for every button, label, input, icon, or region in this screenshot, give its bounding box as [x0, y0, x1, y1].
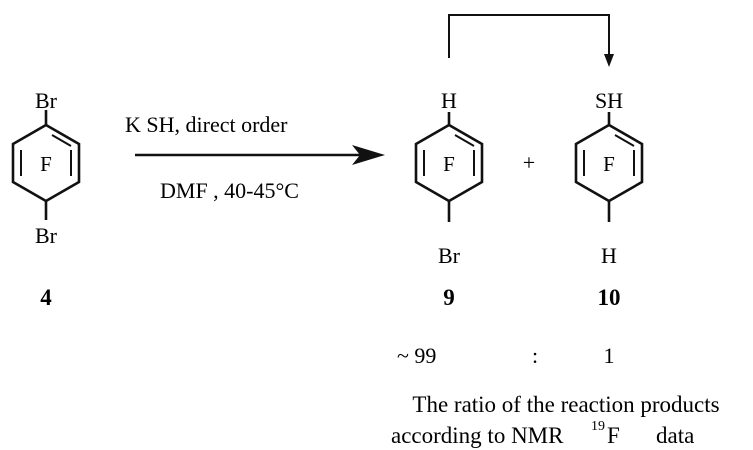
compound-9-bottom-substituent: Br [438, 243, 461, 268]
plus-sign: + [523, 150, 535, 175]
caption: The ratio of the reaction products accor… [391, 392, 720, 448]
bracket-line [448, 14, 610, 58]
caption-line-2-suffix: data [656, 423, 694, 448]
caption-superscript: 19 [591, 419, 605, 434]
compound-10-bottom-substituent: H [601, 243, 617, 268]
reaction-arrow-head [352, 145, 385, 165]
compound-10-ring-label: F [603, 152, 615, 176]
compound-4-bottom-substituent: Br [35, 223, 58, 248]
compound-4-ring-label: F [40, 152, 52, 176]
compound-9: H F Br 9 [414, 88, 484, 310]
inner-bond-4-top [51, 134, 72, 147]
compound-4-number: 4 [40, 285, 52, 310]
ratio-line: ~ 99 : 1 [397, 343, 615, 368]
compound-4-top-substituent: Br [35, 88, 58, 113]
inner-bond-9-top [454, 134, 475, 147]
compound-9-top-substituent: H [441, 88, 457, 113]
reaction-arrow-group: K SH, direct order DMF , 40-45°C [125, 112, 385, 203]
caption-line-1: The ratio of the reaction products [412, 392, 719, 417]
bracket-arrow [448, 14, 614, 67]
caption-line-2-prefix: according to NMR [391, 423, 564, 448]
ratio-separator: : [532, 343, 538, 368]
compound-10-top-substituent: SH [595, 88, 623, 113]
ratio-value: 1 [604, 343, 615, 368]
ratio-prefix: ~ 99 [397, 343, 436, 368]
reagent-label: K SH, direct order [125, 112, 288, 137]
caption-element: F [607, 423, 620, 448]
inner-bond-10-top [614, 134, 635, 147]
compound-9-ring-label: F [443, 152, 455, 176]
compound-10: SH F H 10 [574, 88, 644, 310]
bracket-arrow-head [604, 54, 614, 67]
conditions-label: DMF , 40-45°C [160, 178, 299, 203]
compound-4: Br F Br 4 [11, 88, 81, 310]
compound-9-number: 9 [443, 285, 455, 310]
compound-10-number: 10 [598, 285, 621, 310]
